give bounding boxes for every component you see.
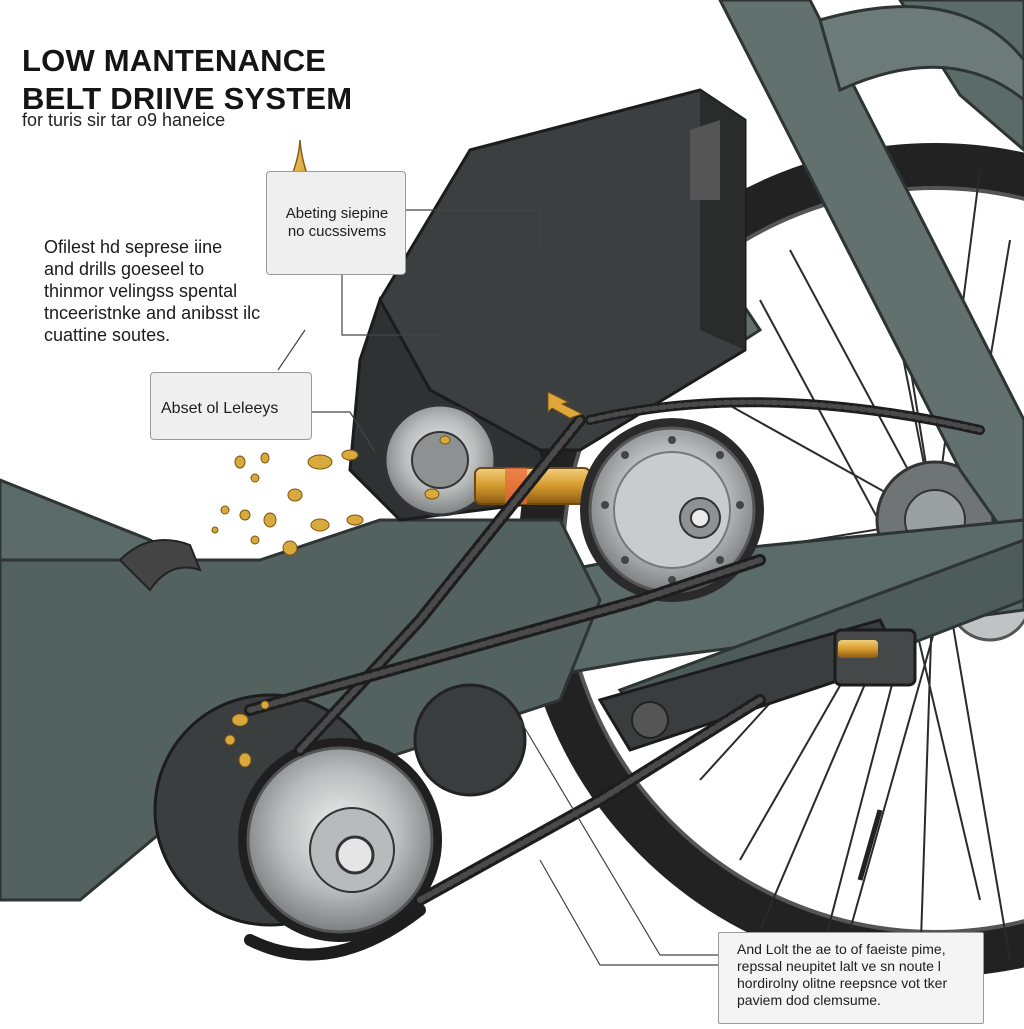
oil-splatter — [211, 435, 451, 768]
absence-callout: Abset ol Leleeys — [150, 372, 312, 440]
description-line: thinmor velingss spental — [44, 281, 238, 301]
page-title: LOW MANTENANCE BELT DRIIVE SYSTEM — [22, 42, 352, 118]
description-line: cuattine soutes. — [44, 325, 171, 345]
description-line: Ofilest hd seprese iine — [44, 237, 223, 257]
drive-belt — [244, 397, 985, 961]
bottom-callout: And Lolt the ae to of faeiste pime, reps… — [718, 932, 984, 1024]
oil-callout-line-2: no cucssivems — [287, 223, 387, 240]
valve-stem — [857, 809, 883, 881]
rear-pulley — [580, 418, 764, 602]
bottom-callout-line: repssal neupitet lalt ve sn noute l — [737, 958, 941, 974]
arrow-icon — [547, 391, 584, 419]
upper-hub — [383, 403, 591, 517]
front-pulley — [153, 683, 527, 942]
absence-callout-label: Abset ol Leleeys — [161, 400, 279, 417]
crank-arm — [597, 618, 917, 752]
oil-callout-line-1: Abeting siepine — [285, 205, 389, 222]
bottom-callout-line: paviem dod clemsume. — [737, 992, 881, 1008]
description-line: tnceeristnke and anibsst ilc — [44, 303, 261, 323]
title-line-1: LOW MANTENANCE — [22, 43, 327, 78]
oil-callout: Abeting siepine no cucssivems — [266, 171, 406, 275]
bottom-callout-line: hordirolny olitne reepsnce vot tker — [737, 975, 948, 991]
description-text: Ofilest hd seprese iine and drills goese… — [44, 236, 294, 346]
leader-lines — [277, 209, 718, 966]
description-line: and drills goeseel to — [44, 259, 205, 279]
bottom-callout-line: And Lolt the ae to of faeiste pime, — [737, 941, 946, 957]
title-line-2: BELT DRIIVE SYSTEM — [22, 81, 353, 116]
page-subtitle: for turis sir tar o9 haneice — [22, 110, 226, 130]
